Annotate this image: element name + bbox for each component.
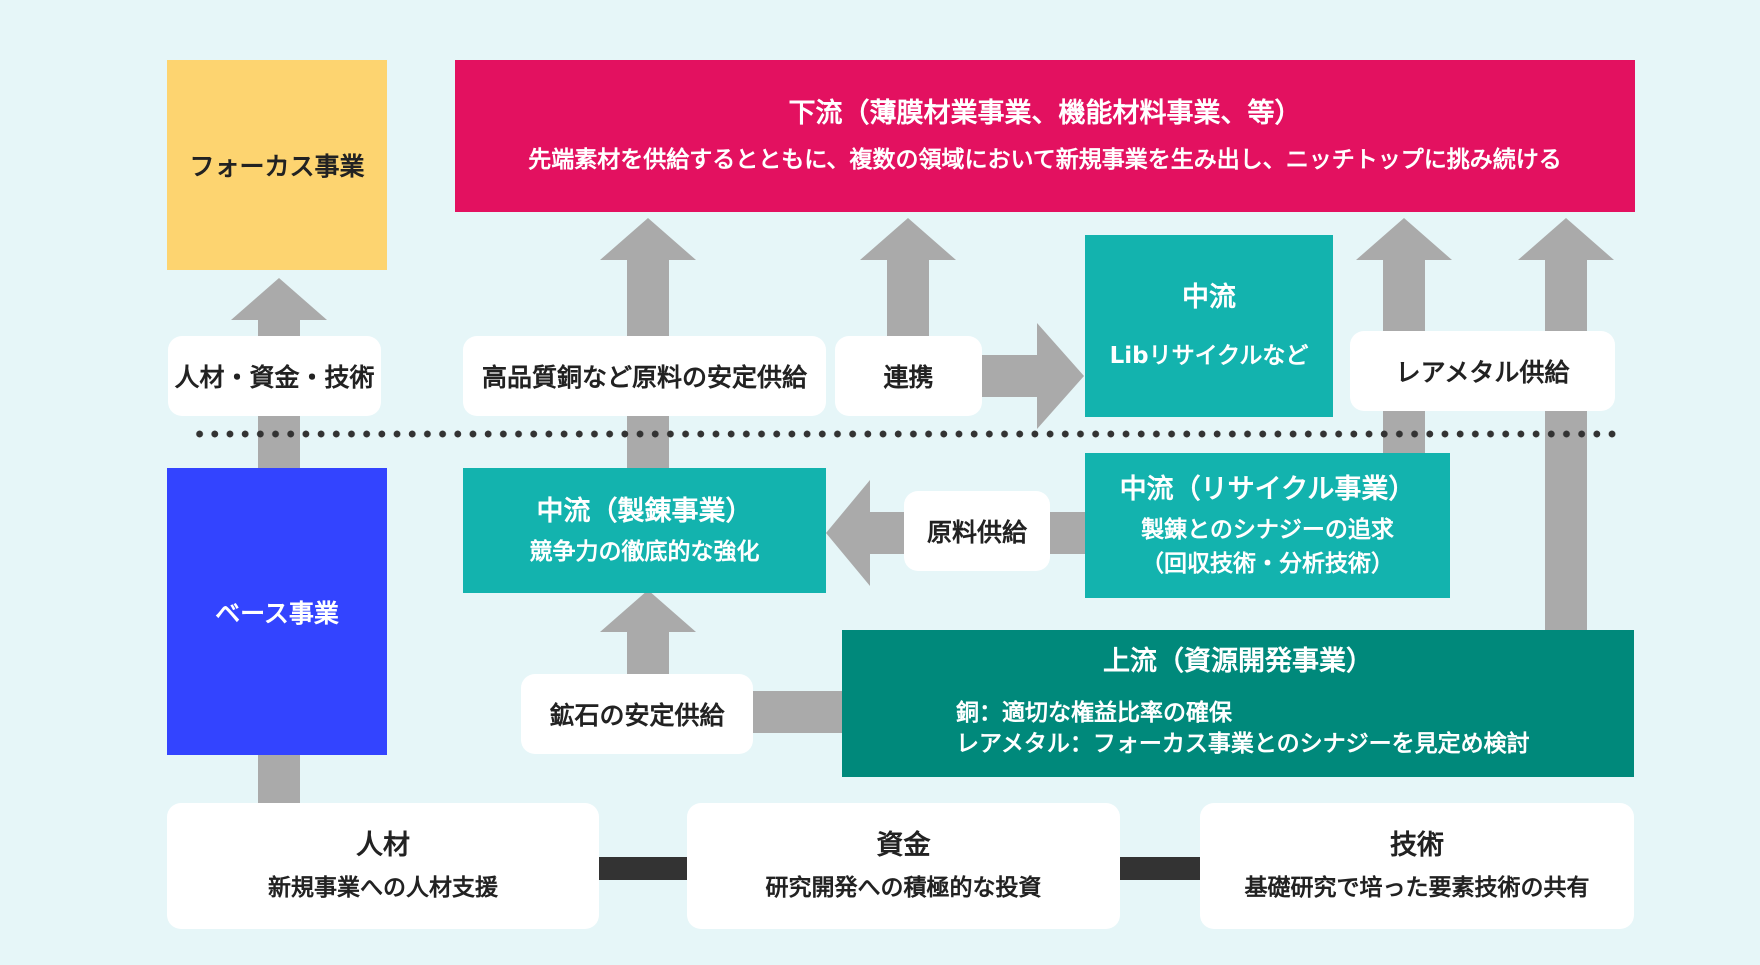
ore-label: 鉱石の安定供給 (549, 701, 725, 730)
midstream-recycle-line1: 製錬とのシナジーの追求 (1141, 516, 1394, 543)
cooperation-arrow-head (860, 218, 956, 260)
foundation-people-box: 人材 新規事業への人材支援 (167, 803, 599, 929)
midstream-recycle-title: 中流（リサイクル事業） (1119, 473, 1416, 505)
upstream-title: 上流（資源開発事業） (1103, 646, 1373, 677)
downstream-box: 下流（薄膜材業事業、機能材料事業、等） 先端素材を供給するとともに、複数の領域に… (455, 60, 1635, 212)
base-business-label: ベース事業 (215, 598, 339, 628)
downstream-title: 下流（薄膜材業事業、機能材料事業、等） (788, 98, 1302, 129)
upstream-line2: レアメタル：フォーカス事業とのシナジーを見定め検討 (956, 731, 1530, 757)
raw-material-label: 原料供給 (926, 518, 1027, 547)
midstream-smelting-title: 中流（製錬事業） (536, 495, 753, 527)
midstream-lib-box: 中流 Libリサイクルなど (1085, 235, 1333, 417)
cooperation-label: 連携 (883, 363, 934, 392)
midstream-lib-title: 中流 (1182, 282, 1236, 313)
upstream-line1: 銅：適切な権益比率の確保 (956, 700, 1232, 726)
ore-arrow-horizontal (740, 691, 842, 733)
midstream-smelting-sub: 競争力の徹底的な強化 (529, 538, 760, 565)
foundation-tech-box: 技術 基礎研究で培った要素技術の共有 (1200, 803, 1634, 929)
base-business-box: ベース事業 (167, 468, 387, 755)
cooperation-label-box: 連携 (835, 336, 982, 416)
raw-material-arrow-head (826, 480, 870, 586)
connector-2 (1120, 857, 1200, 880)
smelting-arrow-head (600, 218, 696, 260)
foundation-funds-title: 資金 (876, 830, 931, 861)
ore-arrow-head (600, 590, 696, 632)
divider-line (192, 430, 1617, 438)
rare-metal-label-box: レアメタル供給 (1350, 331, 1615, 411)
rare-metal-label: レアメタル供給 (1395, 358, 1570, 387)
resources-label-box: 人材・資金・技術 (168, 336, 381, 416)
foundation-funds-sub: 研究開発への積極的な投資 (765, 875, 1042, 901)
focus-arrow-head (231, 278, 327, 320)
midstream-recycle-line2: （回収技術・分析技術） (1141, 550, 1394, 577)
resources-label: 人材・資金・技術 (174, 363, 375, 392)
foundation-tech-title: 技術 (1390, 830, 1444, 861)
connector-1 (599, 857, 687, 880)
foundation-people-sub: 新規事業への人材支援 (268, 875, 498, 901)
high-quality-copper-label-box: 高品質銅など原料の安定供給 (463, 336, 826, 416)
focus-business-label: フォーカス事業 (189, 152, 365, 181)
foundation-people-title: 人材 (356, 830, 410, 861)
cooperation-arrow-shaft (887, 258, 929, 340)
focus-business-box: フォーカス事業 (167, 60, 387, 270)
recycle-arrow-head (1356, 218, 1452, 260)
rare-metal-arrow-head (1518, 218, 1614, 260)
midstream-smelting-box: 中流（製錬事業） 競争力の徹底的な強化 (463, 468, 826, 593)
ore-arrow-shaft (627, 630, 669, 680)
foundation-tech-sub: 基礎研究で培った要素技術の共有 (1244, 875, 1590, 901)
midstream-recycle-box: 中流（リサイクル事業） 製錬とのシナジーの追求 （回収技術・分析技術） (1085, 453, 1450, 598)
cooperation-right-shaft (975, 355, 1037, 397)
rare-metal-arrow-shaft (1545, 258, 1587, 633)
raw-material-label-box: 原料供給 (904, 491, 1050, 571)
midstream-lib-sub: Libリサイクルなど (1109, 343, 1309, 369)
downstream-desc: 先端素材を供給するとともに、複数の領域において新規事業を生み出し、ニッチトップに… (528, 147, 1562, 173)
ore-label-box: 鉱石の安定供給 (521, 674, 753, 754)
base-stem (258, 752, 300, 804)
high-quality-copper-label: 高品質銅など原料の安定供給 (481, 363, 807, 392)
foundation-funds-box: 資金 研究開発への積極的な投資 (687, 803, 1120, 929)
upstream-box: 上流（資源開発事業） 銅：適切な権益比率の確保 レアメタル：フォーカス事業とのシ… (842, 630, 1634, 777)
cooperation-right-head (1037, 323, 1084, 429)
